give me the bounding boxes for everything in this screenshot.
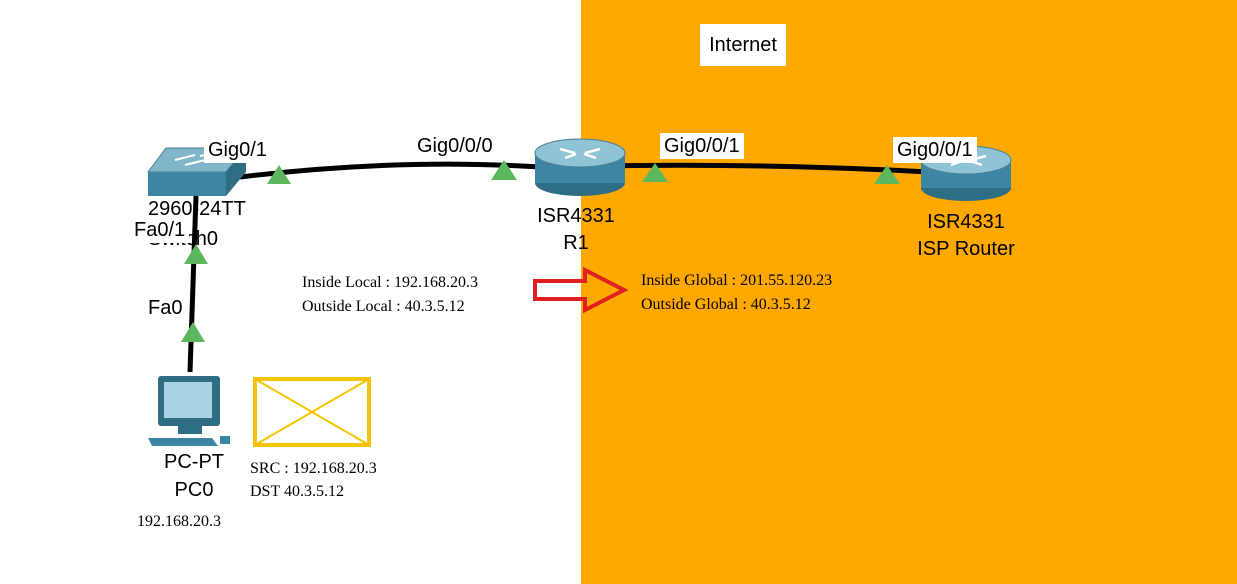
isp-model-label: ISR4331 xyxy=(927,211,1005,233)
nat-outside-local: Outside Local : 40.3.5.12 xyxy=(302,298,465,315)
switch-model-label: 2960-24TT xyxy=(148,199,246,220)
port-label-pc-fa: Fa0 xyxy=(144,295,187,321)
port-up-pc-fa xyxy=(181,322,205,342)
nat-inside-global: Inside Global : 201.55.120.23 xyxy=(641,272,833,289)
pc-model-label: PC-PT xyxy=(164,451,224,473)
router-r1-icon[interactable] xyxy=(534,138,626,196)
port-label-switch-gig: Gig0/1 xyxy=(204,137,271,163)
port-label-r1-gig001: Gig0/0/1 xyxy=(660,133,744,159)
packet-src-label: SRC : 192.168.20.3 xyxy=(250,460,377,477)
internet-label: Internet xyxy=(700,24,786,66)
link-r1-isp[interactable] xyxy=(599,162,931,175)
port-up-r1-gig001 xyxy=(642,163,668,182)
pc-name-label: PC0 xyxy=(174,479,214,501)
nat-inside-local: Inside Local : 192.168.20.3 xyxy=(302,274,478,291)
nat-outside-global: Outside Global : 40.3.5.12 xyxy=(641,296,811,313)
internet-zone xyxy=(581,0,1237,584)
port-up-switch-gig xyxy=(267,165,291,184)
packet-dst-label: DST 40.3.5.12 xyxy=(250,483,344,500)
port-label-r1-gig000: Gig0/0/0 xyxy=(413,133,497,159)
nat-translation-arrow xyxy=(533,266,629,314)
pc-ip-label: 192.168.20.3 xyxy=(137,513,221,530)
port-up-isp-gig001 xyxy=(874,165,900,184)
pc-icon[interactable] xyxy=(148,376,230,446)
port-up-switch-fa xyxy=(184,244,208,264)
r1-model-label: ISR4331 xyxy=(537,205,615,227)
packet-envelope-icon xyxy=(253,377,371,447)
port-label-isp-gig001: Gig0/0/1 xyxy=(893,137,977,163)
port-label-switch-fa: Fa0/1 xyxy=(130,217,190,243)
port-up-r1-gig000 xyxy=(491,160,517,180)
r1-name-label: R1 xyxy=(563,232,589,254)
isp-name-label: ISP Router xyxy=(917,238,1015,260)
link-switch-pc[interactable] xyxy=(187,195,199,373)
